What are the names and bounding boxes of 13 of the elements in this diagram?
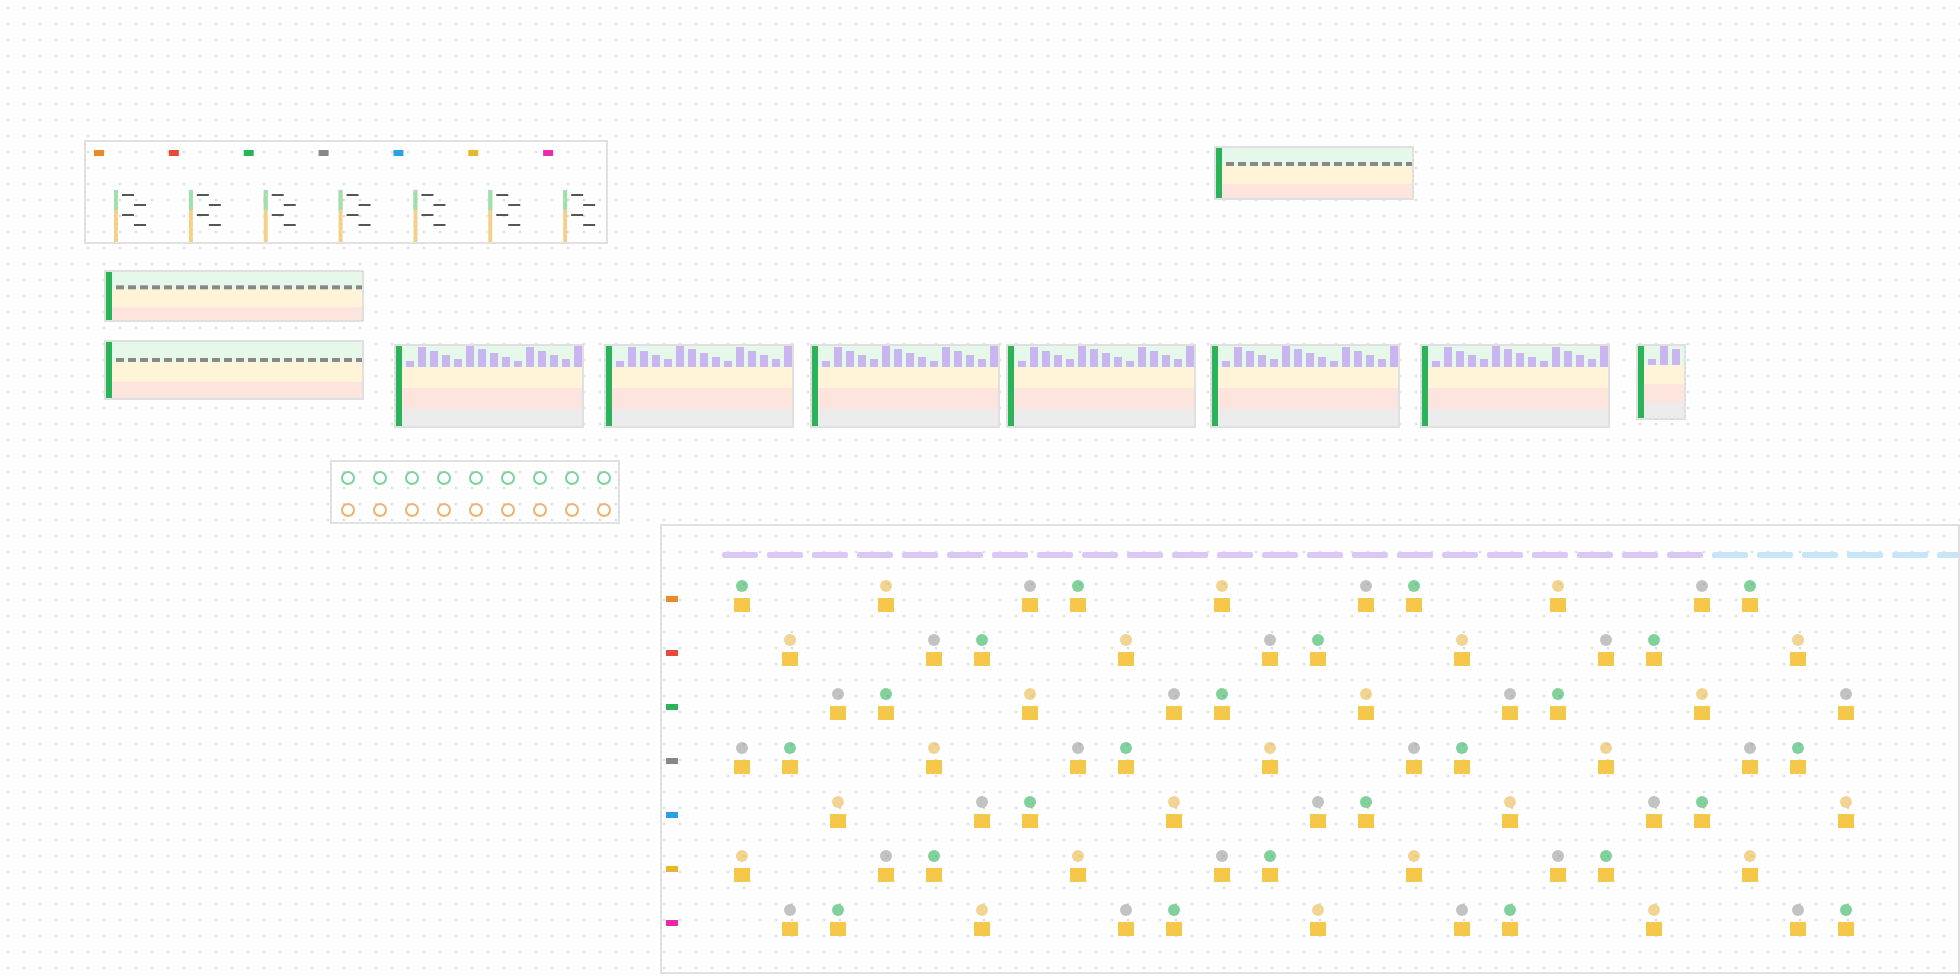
table-board-drawing — [104, 270, 364, 322]
table-board-drawing — [1214, 146, 1414, 200]
chart-board-drawing — [1210, 344, 1400, 428]
chart-board-drawing — [810, 344, 1000, 428]
chart-board-drawing — [1420, 344, 1610, 428]
chart-board-drawing — [604, 344, 794, 428]
chart-board-drawing — [1636, 344, 1686, 420]
lanes-board-drawing — [660, 524, 1960, 974]
table-board-drawing — [104, 340, 364, 400]
chart-board-drawing — [394, 344, 584, 428]
chart-board-drawing — [1006, 344, 1196, 428]
columns-board-drawing — [84, 140, 608, 244]
circles-board-drawing — [330, 460, 620, 524]
